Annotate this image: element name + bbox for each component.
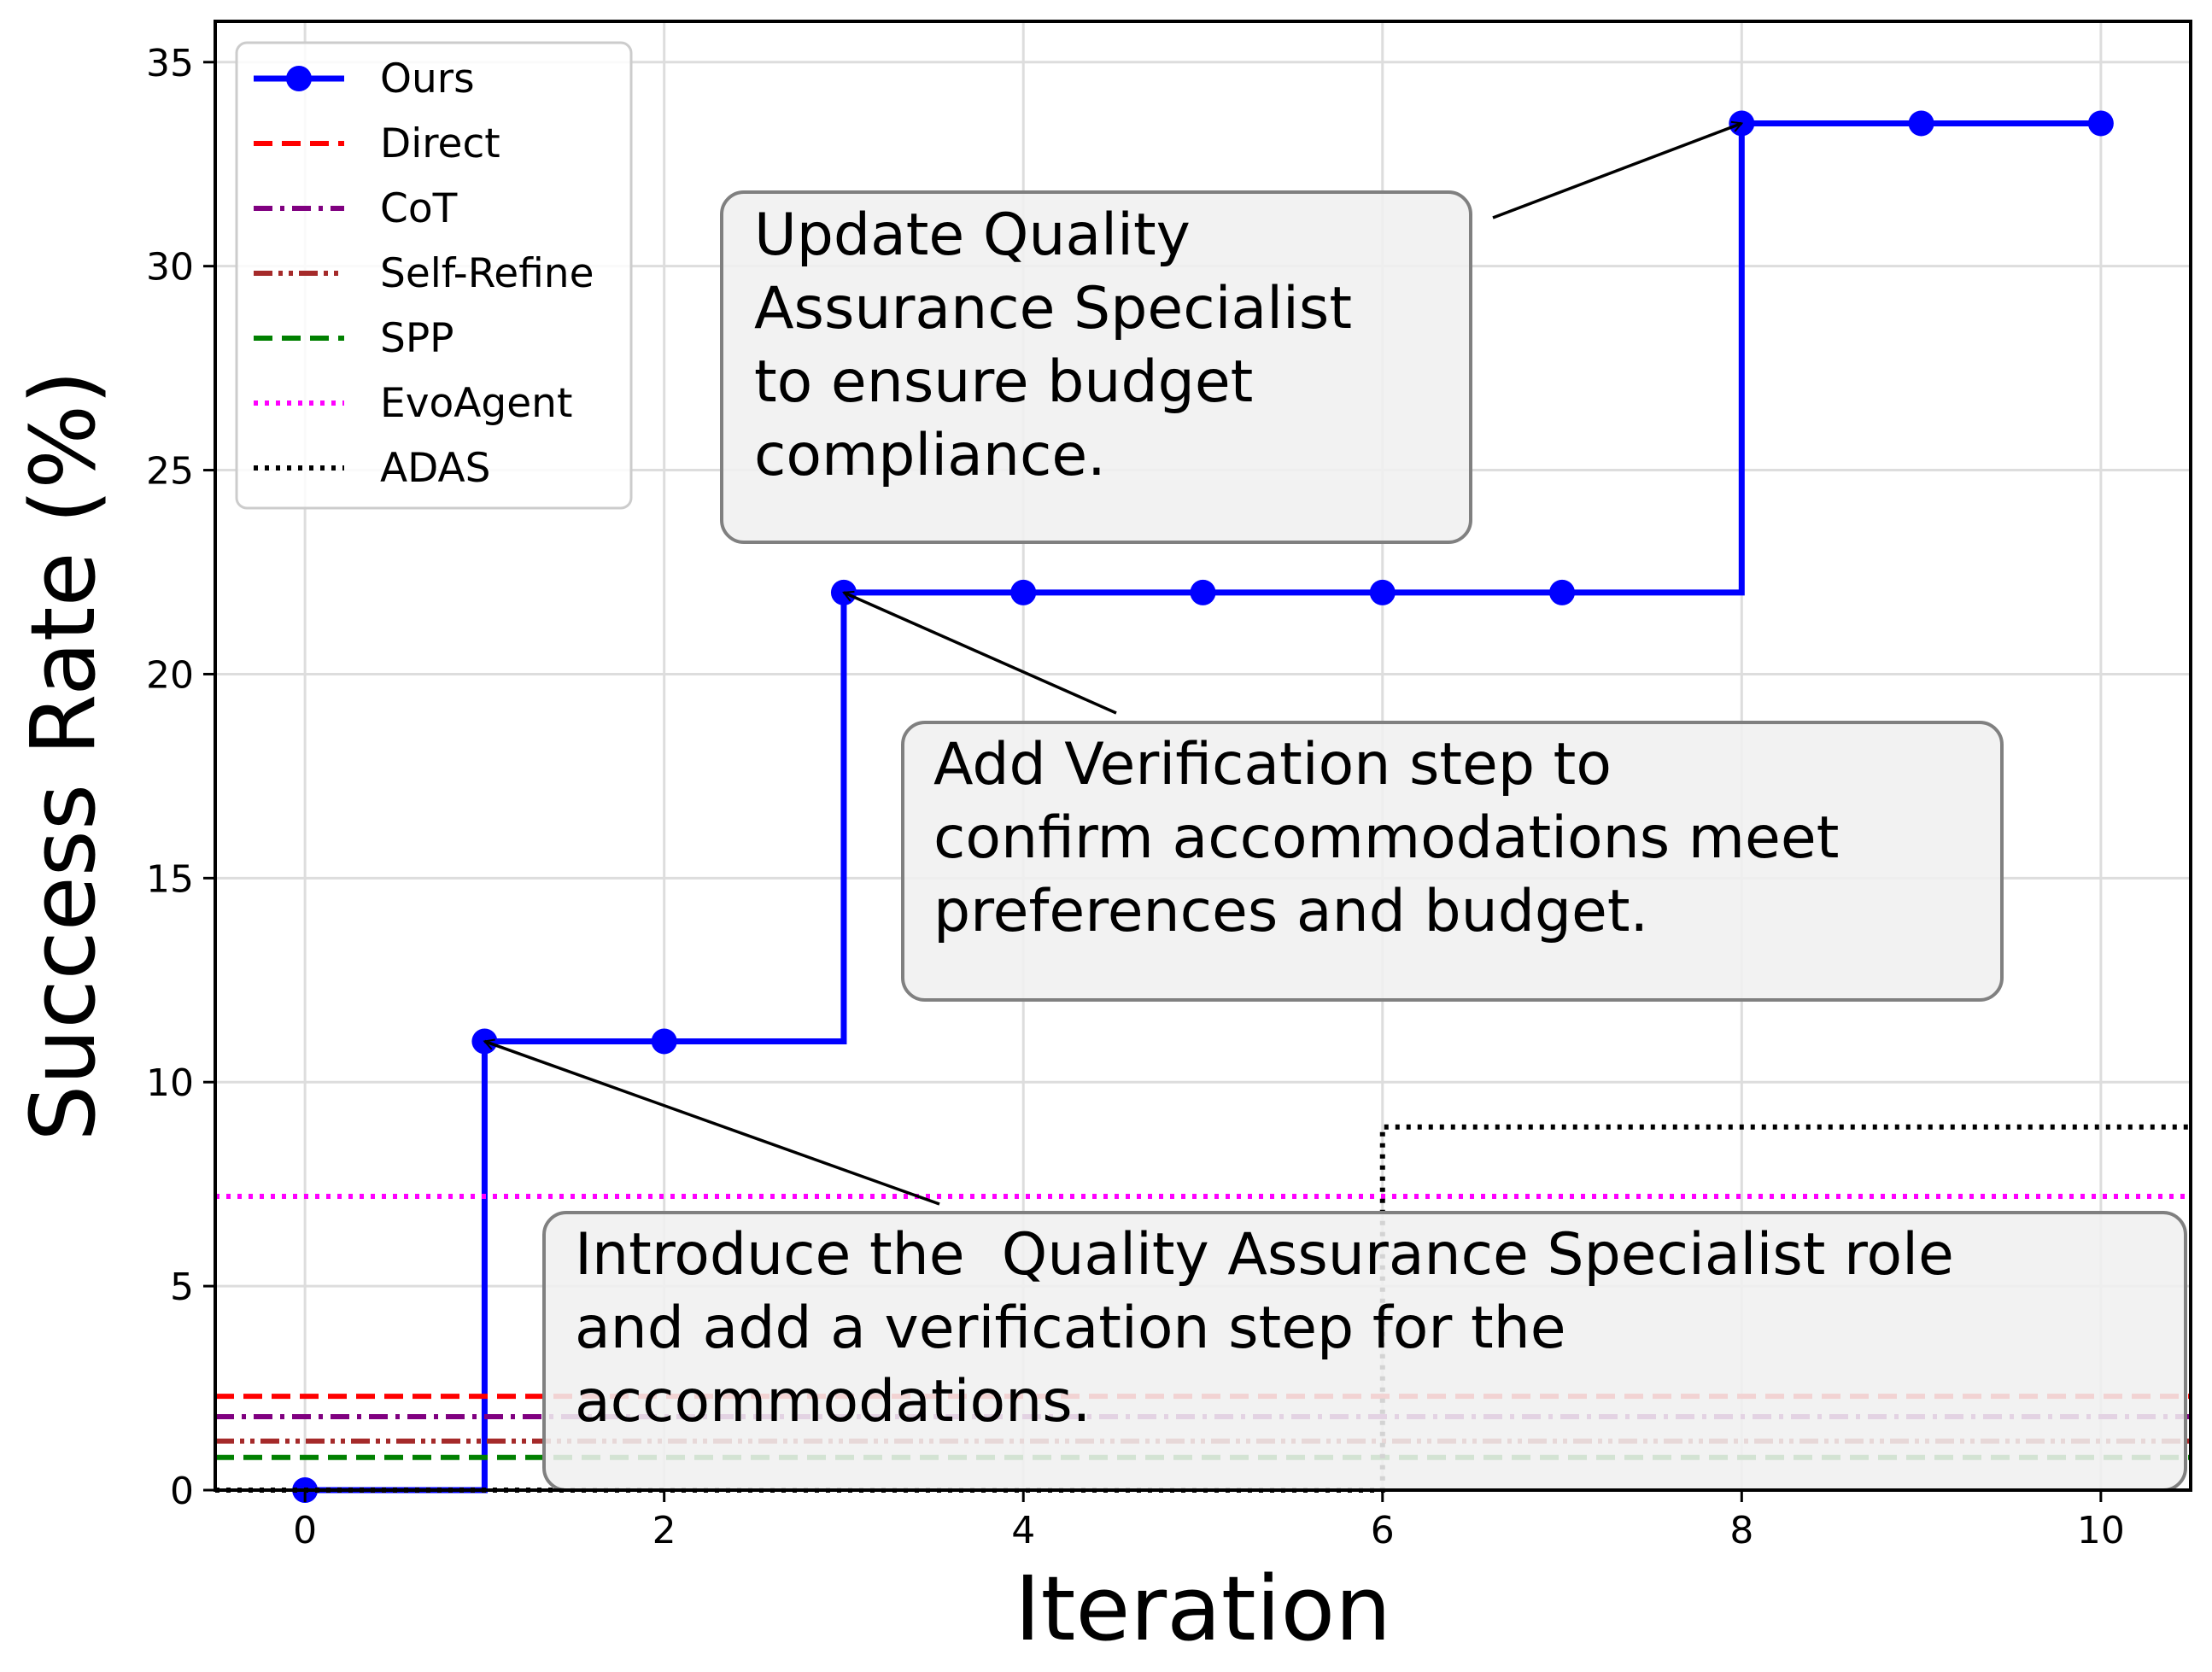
y-tick-label: 30 bbox=[146, 246, 194, 289]
x-tick-label: 8 bbox=[1729, 1509, 1753, 1552]
legend-label: ADAS bbox=[380, 445, 491, 492]
annotation-text: confirm accommodations meet bbox=[933, 804, 1839, 872]
x-tick-label: 6 bbox=[1371, 1509, 1395, 1552]
annotation-text: and add a verification step for the bbox=[575, 1295, 1566, 1362]
annotation-text: preferences and budget. bbox=[933, 878, 1648, 945]
legend-label: SPP bbox=[380, 315, 454, 362]
series-ours-line bbox=[305, 120, 2101, 1494]
series-adas-line bbox=[215, 1124, 2191, 1493]
annotation-text: Add Verification step to bbox=[933, 731, 1612, 798]
plot-frame bbox=[214, 20, 2192, 1492]
x-tick-label: 2 bbox=[652, 1509, 676, 1552]
series-ours-point bbox=[1010, 579, 1037, 605]
y-tick-label: 25 bbox=[146, 450, 194, 494]
legend-label: Direct bbox=[380, 120, 500, 167]
series-ours-point bbox=[1369, 579, 1396, 605]
annotation-layer: Introduce the Quality Assurance Speciali… bbox=[484, 123, 2187, 1492]
legend-label: EvoAgent bbox=[380, 380, 572, 427]
series-ours-point bbox=[2087, 110, 2114, 137]
y-axis-label: Success Rate (%) bbox=[11, 370, 115, 1141]
annotation-text: accommodations. bbox=[575, 1368, 1091, 1435]
annotation-arrow bbox=[1492, 123, 1741, 219]
x-tick-label: 4 bbox=[1011, 1509, 1035, 1552]
x-axis-label: Iteration bbox=[1015, 1557, 1391, 1661]
x-tick-label: 10 bbox=[2077, 1509, 2125, 1552]
y-tick-label: 15 bbox=[146, 857, 194, 901]
y-tick-label: 35 bbox=[146, 42, 194, 85]
legend-label: CoT bbox=[380, 185, 458, 232]
series-ours-point bbox=[1908, 110, 1934, 137]
annotation-text: Introduce the Quality Assurance Speciali… bbox=[575, 1221, 1954, 1289]
annotation-box bbox=[720, 190, 1472, 544]
annotation-text: Update Quality bbox=[754, 202, 1191, 269]
legend-label: Self-Refine bbox=[380, 250, 594, 297]
annotation-arrow bbox=[484, 1041, 940, 1206]
x-tick-label: 0 bbox=[293, 1509, 317, 1552]
annotation-text: Assurance Specialist bbox=[754, 275, 1352, 342]
series-ours-point bbox=[1729, 110, 1755, 137]
legend-box bbox=[235, 41, 633, 510]
annotation-arrow bbox=[844, 593, 1117, 715]
legend-label: Ours bbox=[380, 56, 475, 102]
annotation-box bbox=[901, 721, 2004, 1002]
y-tick-label: 0 bbox=[170, 1470, 194, 1513]
y-tick-label: 5 bbox=[170, 1266, 194, 1309]
y-tick-label: 20 bbox=[146, 653, 194, 697]
annotation-text: compliance. bbox=[754, 422, 1106, 489]
series-ours-point bbox=[651, 1028, 677, 1055]
y-tick-label: 10 bbox=[146, 1061, 194, 1105]
annotation-text: to ensure budget bbox=[754, 348, 1253, 416]
series-ours-point bbox=[1549, 579, 1576, 605]
legend-marker bbox=[286, 66, 312, 91]
series-ours-point bbox=[1190, 579, 1216, 605]
